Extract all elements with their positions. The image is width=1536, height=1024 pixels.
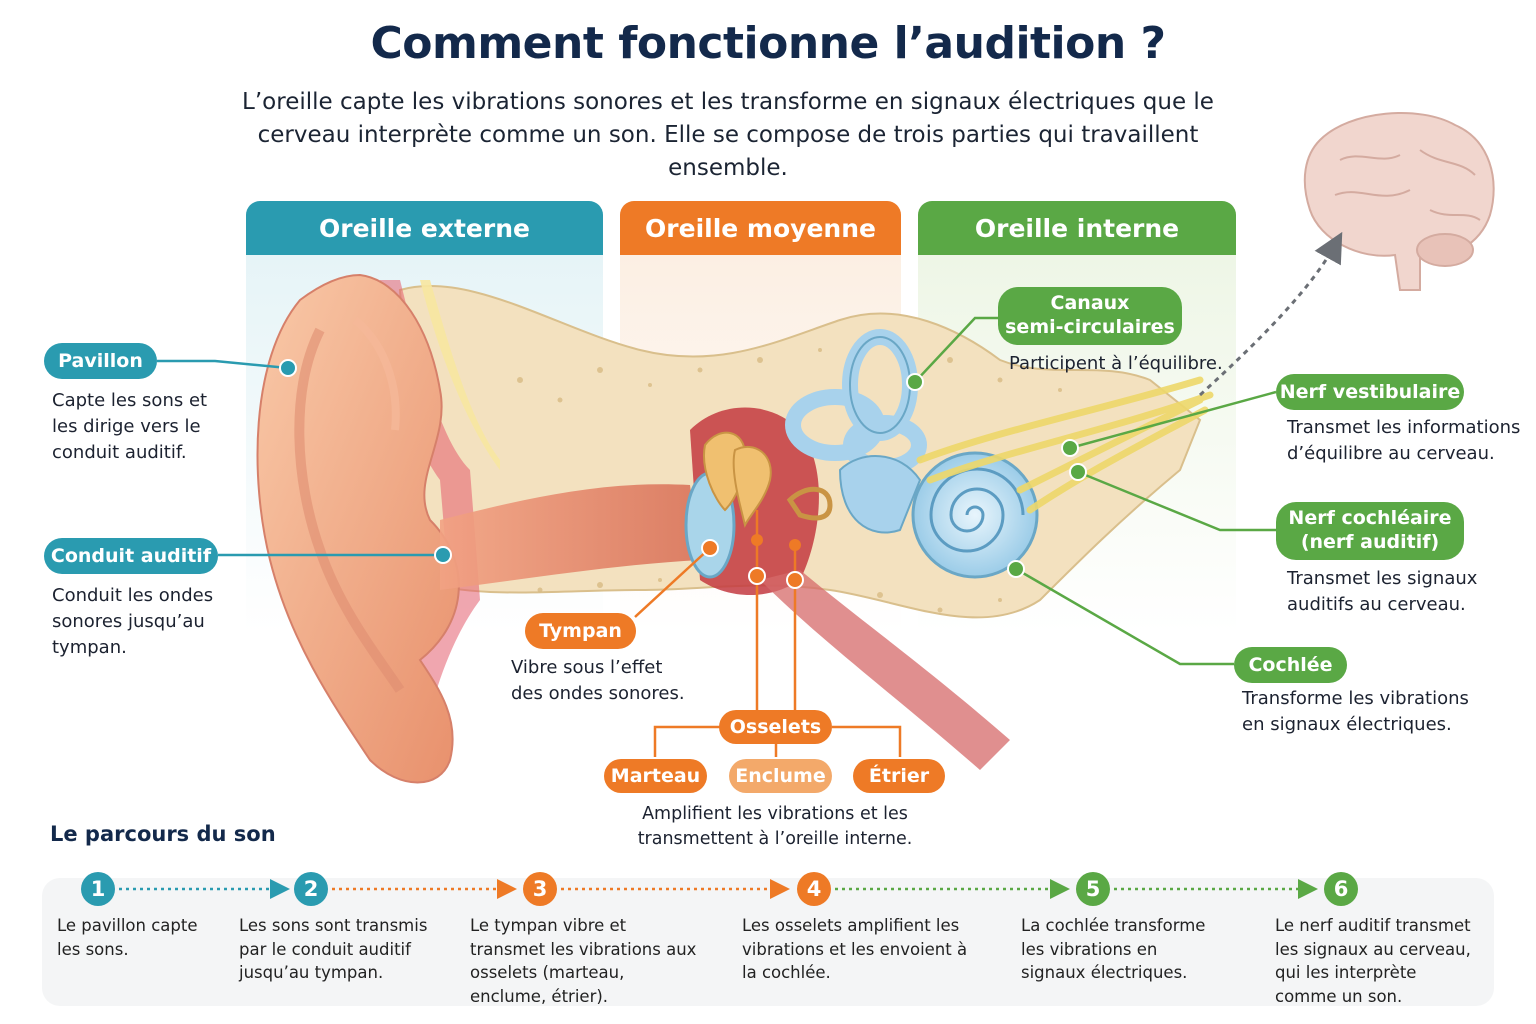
step-6-number: 6 bbox=[1324, 872, 1358, 906]
page-subtitle: L’oreille capte les vibrations sonores e… bbox=[242, 89, 1214, 181]
middle-ear-header: Oreille moyenne bbox=[620, 201, 901, 255]
step-5-text: La cochlée transforme les vibrations en … bbox=[1021, 916, 1206, 982]
step-3-text: Le tympan vibre et transmet les vibratio… bbox=[470, 916, 697, 1006]
step-4-text: Les osselets amplifient les vibrations e… bbox=[742, 916, 968, 982]
canaux-label-line2: semi-circulaires bbox=[1005, 316, 1175, 338]
nerf-cochleaire-label-line1: Nerf cochléaire bbox=[1288, 507, 1452, 529]
nerve-bundle bbox=[916, 376, 1214, 514]
marteau-label: Marteau bbox=[604, 759, 707, 793]
cochlee-label: Cochlée bbox=[1234, 647, 1347, 683]
canaux-label-line1: Canaux bbox=[1050, 292, 1130, 314]
inner-ear-header: Oreille interne bbox=[918, 201, 1236, 255]
journey-panel bbox=[42, 878, 1494, 1006]
ear-canal-shape bbox=[440, 484, 700, 590]
osselets-label: Osselets bbox=[719, 710, 832, 744]
step-3-number: 3 bbox=[523, 872, 557, 906]
nerf-cochleaire-label: Nerf cochléaire (nerf auditif) bbox=[1276, 502, 1464, 560]
step-4-number: 4 bbox=[797, 872, 831, 906]
brain-icon bbox=[1303, 112, 1495, 291]
outer-ear-header: Oreille externe bbox=[246, 201, 603, 255]
eustachian-tube bbox=[760, 570, 1010, 770]
tympan-label: Tympan bbox=[525, 613, 636, 649]
step-2-text: Les sons sont transmis par le conduit au… bbox=[239, 916, 428, 982]
ossicles-shape bbox=[703, 431, 833, 528]
canaux-description: Participent à l’équilibre. bbox=[1009, 353, 1223, 374]
nerf-cochleaire-description: Transmet les signaux auditifs au cerveau… bbox=[1287, 568, 1478, 615]
step-1-number: 1 bbox=[81, 872, 115, 906]
signal-to-brain-arrow bbox=[1198, 231, 1343, 397]
step-2-number: 2 bbox=[294, 872, 328, 906]
step-5-number: 5 bbox=[1076, 872, 1110, 906]
pinna-shape bbox=[256, 273, 460, 784]
cochlee-description: Transforme les vibrations en signaux éle… bbox=[1242, 688, 1469, 735]
etrier-label: Étrier bbox=[853, 759, 945, 793]
osselets-description: Amplifient les vibrations et les transme… bbox=[637, 804, 913, 849]
conduit-auditif-description: Conduit les ondes sonores jusqu’au tympa… bbox=[52, 585, 214, 658]
nerf-cochleaire-label-line2: (nerf auditif) bbox=[1300, 531, 1440, 553]
tympan-description: Vibre sous l’effet des ondes sonores. bbox=[511, 657, 685, 704]
step-1-text: Le pavillon capte les sons. bbox=[57, 916, 198, 959]
conduit-auditif-label: Conduit auditif bbox=[44, 538, 218, 574]
pavillon-label: Pavillon bbox=[44, 343, 157, 379]
canaux-label: Canaux semi-circulaires bbox=[998, 287, 1182, 345]
nerf-vestibulaire-label: Nerf vestibulaire bbox=[1276, 374, 1464, 410]
enclume-label: Enclume bbox=[729, 759, 832, 793]
step-6-text: Le nerf auditif transmet les signaux au … bbox=[1275, 916, 1471, 1006]
nerf-vestibulaire-description: Transmet les informations d’équilibre au… bbox=[1287, 417, 1521, 464]
pavillon-description: Capte les sons et les dirige vers le con… bbox=[52, 390, 208, 463]
journey-title: Le parcours du son bbox=[50, 822, 276, 846]
page-title: Comment fonctionne l’audition ? bbox=[370, 18, 1166, 69]
